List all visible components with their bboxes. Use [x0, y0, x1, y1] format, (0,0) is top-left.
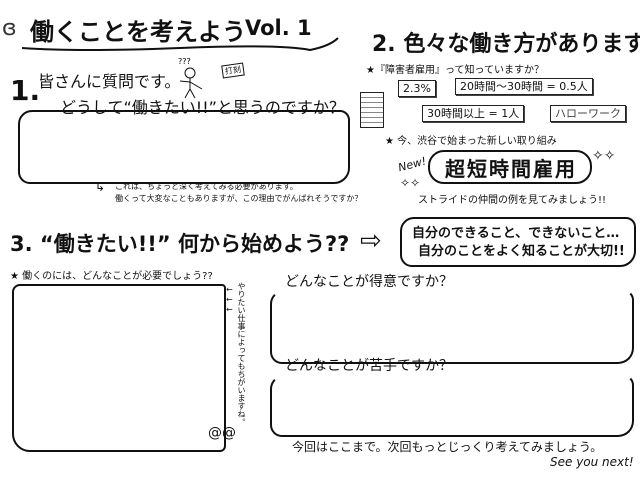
section3-heading: 3. “働きたい!!” 何から始めよう??	[10, 232, 350, 256]
section1-note1: これは、ちょっと深く考えてみる必要があります。	[115, 182, 298, 191]
signoff: See you next!	[550, 455, 634, 469]
answer-box-good-at[interactable]	[270, 290, 634, 364]
new-label: New!	[396, 154, 428, 175]
stick-figure-icon: ???	[178, 57, 203, 99]
good-at-label: どんなことが得意ですか？	[285, 274, 453, 290]
star-icon: ✧✧	[592, 148, 616, 164]
callout-line1: 自分のできること、できないこと…	[412, 226, 620, 241]
section1-line1: 皆さんに質問です。	[38, 72, 181, 91]
arrow-icon: ↳	[95, 180, 106, 194]
answer-box-why-work[interactable]	[18, 110, 350, 184]
employment-question: ★『障害者雇用』って知っていますか？	[366, 65, 544, 76]
cloud-highlight	[428, 150, 592, 184]
section2-heading: 2. 色々な働き方があります。	[372, 32, 640, 57]
section3-prompt: ★ 働くのには、どんなことが必要でしょう??	[10, 271, 213, 282]
tag-20-30-hours: 20時間〜30時間 = 0.5人	[455, 78, 593, 95]
section1-question: どうして“働きたい!!”と思うのですか？	[60, 98, 345, 117]
stamp-sign: 打刻	[221, 62, 245, 79]
bad-at-label: どんなことが苦手ですか？	[285, 358, 453, 374]
answer-box-bad-at[interactable]	[270, 375, 634, 437]
title-underline	[21, 37, 339, 52]
tag-30-hours: 30時間以上 = 1人	[422, 105, 525, 122]
section1-note2: 働くって大変なこともありますが、この理由でがんばれそうですか？	[115, 194, 363, 203]
answer-box-requirements[interactable]	[12, 284, 226, 452]
side-note: やりたい仕事によってもちがいますね。	[237, 282, 246, 426]
arrow-icons: ←←←	[226, 285, 233, 314]
swirl-decoration-icon: ɞ	[2, 16, 17, 41]
highlight-text: 超短時間雇用	[445, 157, 577, 181]
callout-box	[400, 217, 636, 267]
new-intro: ★ 今、渋谷で始まった新しい取り組み	[385, 136, 557, 147]
building-icon	[360, 92, 384, 128]
section1-number: 1.	[10, 74, 41, 107]
see-examples: ストライドの仲間の例を見てみましょう!!	[418, 195, 607, 206]
volume-label: Vol. 1	[245, 16, 312, 40]
swirl-icon: @@	[208, 425, 236, 441]
right-arrow-icon: ⇨	[360, 226, 382, 256]
svg-text:???: ???	[178, 57, 191, 66]
star-icon: ✧✧	[400, 176, 421, 190]
closing-message: 今回はここまで。次回もっとじっくり考えてみましょう。	[292, 440, 603, 454]
tag-rate: 2.3%	[398, 80, 436, 97]
tag-hello-work: ハローワーク	[550, 105, 626, 122]
callout-line2: 自分のことをよく知ることが大切!!	[418, 244, 625, 259]
page-title: 働くことを考えよう	[30, 18, 246, 46]
